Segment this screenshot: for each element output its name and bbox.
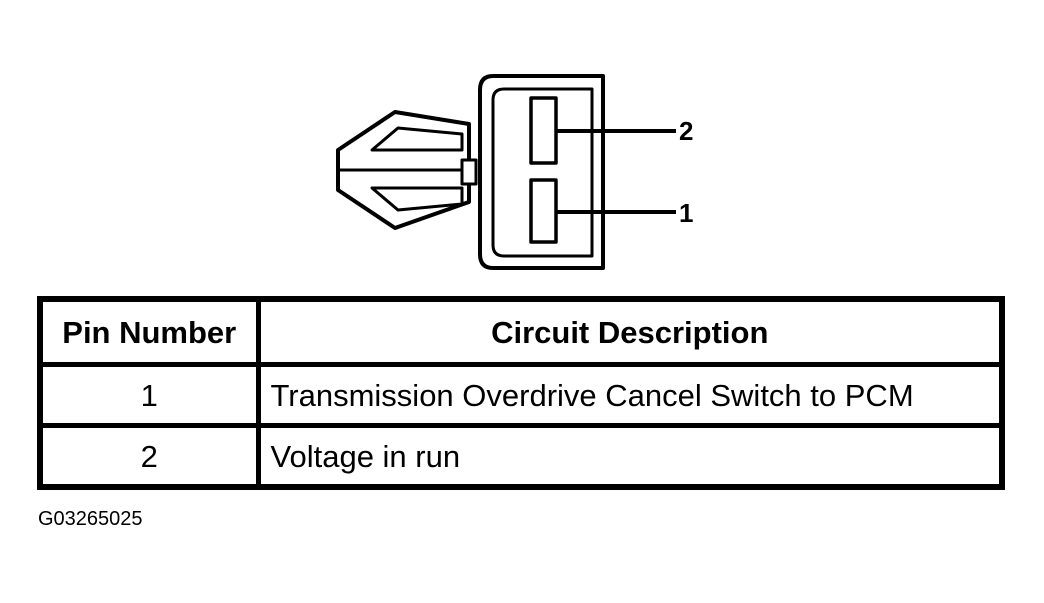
pin-number-header: Pin Number (37, 296, 261, 367)
pin-number-cell: 1 (37, 362, 261, 428)
table-header-row: Pin Number Circuit Description (37, 296, 1005, 367)
figure-id: G03265025 (38, 508, 143, 530)
pin-2-label: 2 (679, 116, 693, 146)
pin-table: Pin Number Circuit Description 1 Transmi… (37, 296, 1005, 490)
circuit-description-cell: Transmission Overdrive Cancel Switch to … (255, 362, 1005, 428)
pin-2-terminal (529, 96, 676, 165)
pin-1-label: 1 (679, 198, 693, 228)
pin-1-terminal (529, 178, 676, 244)
connector-diagram: 2 1 (336, 74, 693, 270)
table-row: 2 Voltage in run (37, 423, 1005, 490)
circuit-description-cell: Voltage in run (255, 423, 1005, 490)
table-row: 1 Transmission Overdrive Cancel Switch t… (37, 362, 1005, 428)
circuit-description-header: Circuit Description (255, 296, 1005, 367)
locking-tab (336, 110, 478, 230)
pin-number-cell: 2 (37, 423, 261, 490)
